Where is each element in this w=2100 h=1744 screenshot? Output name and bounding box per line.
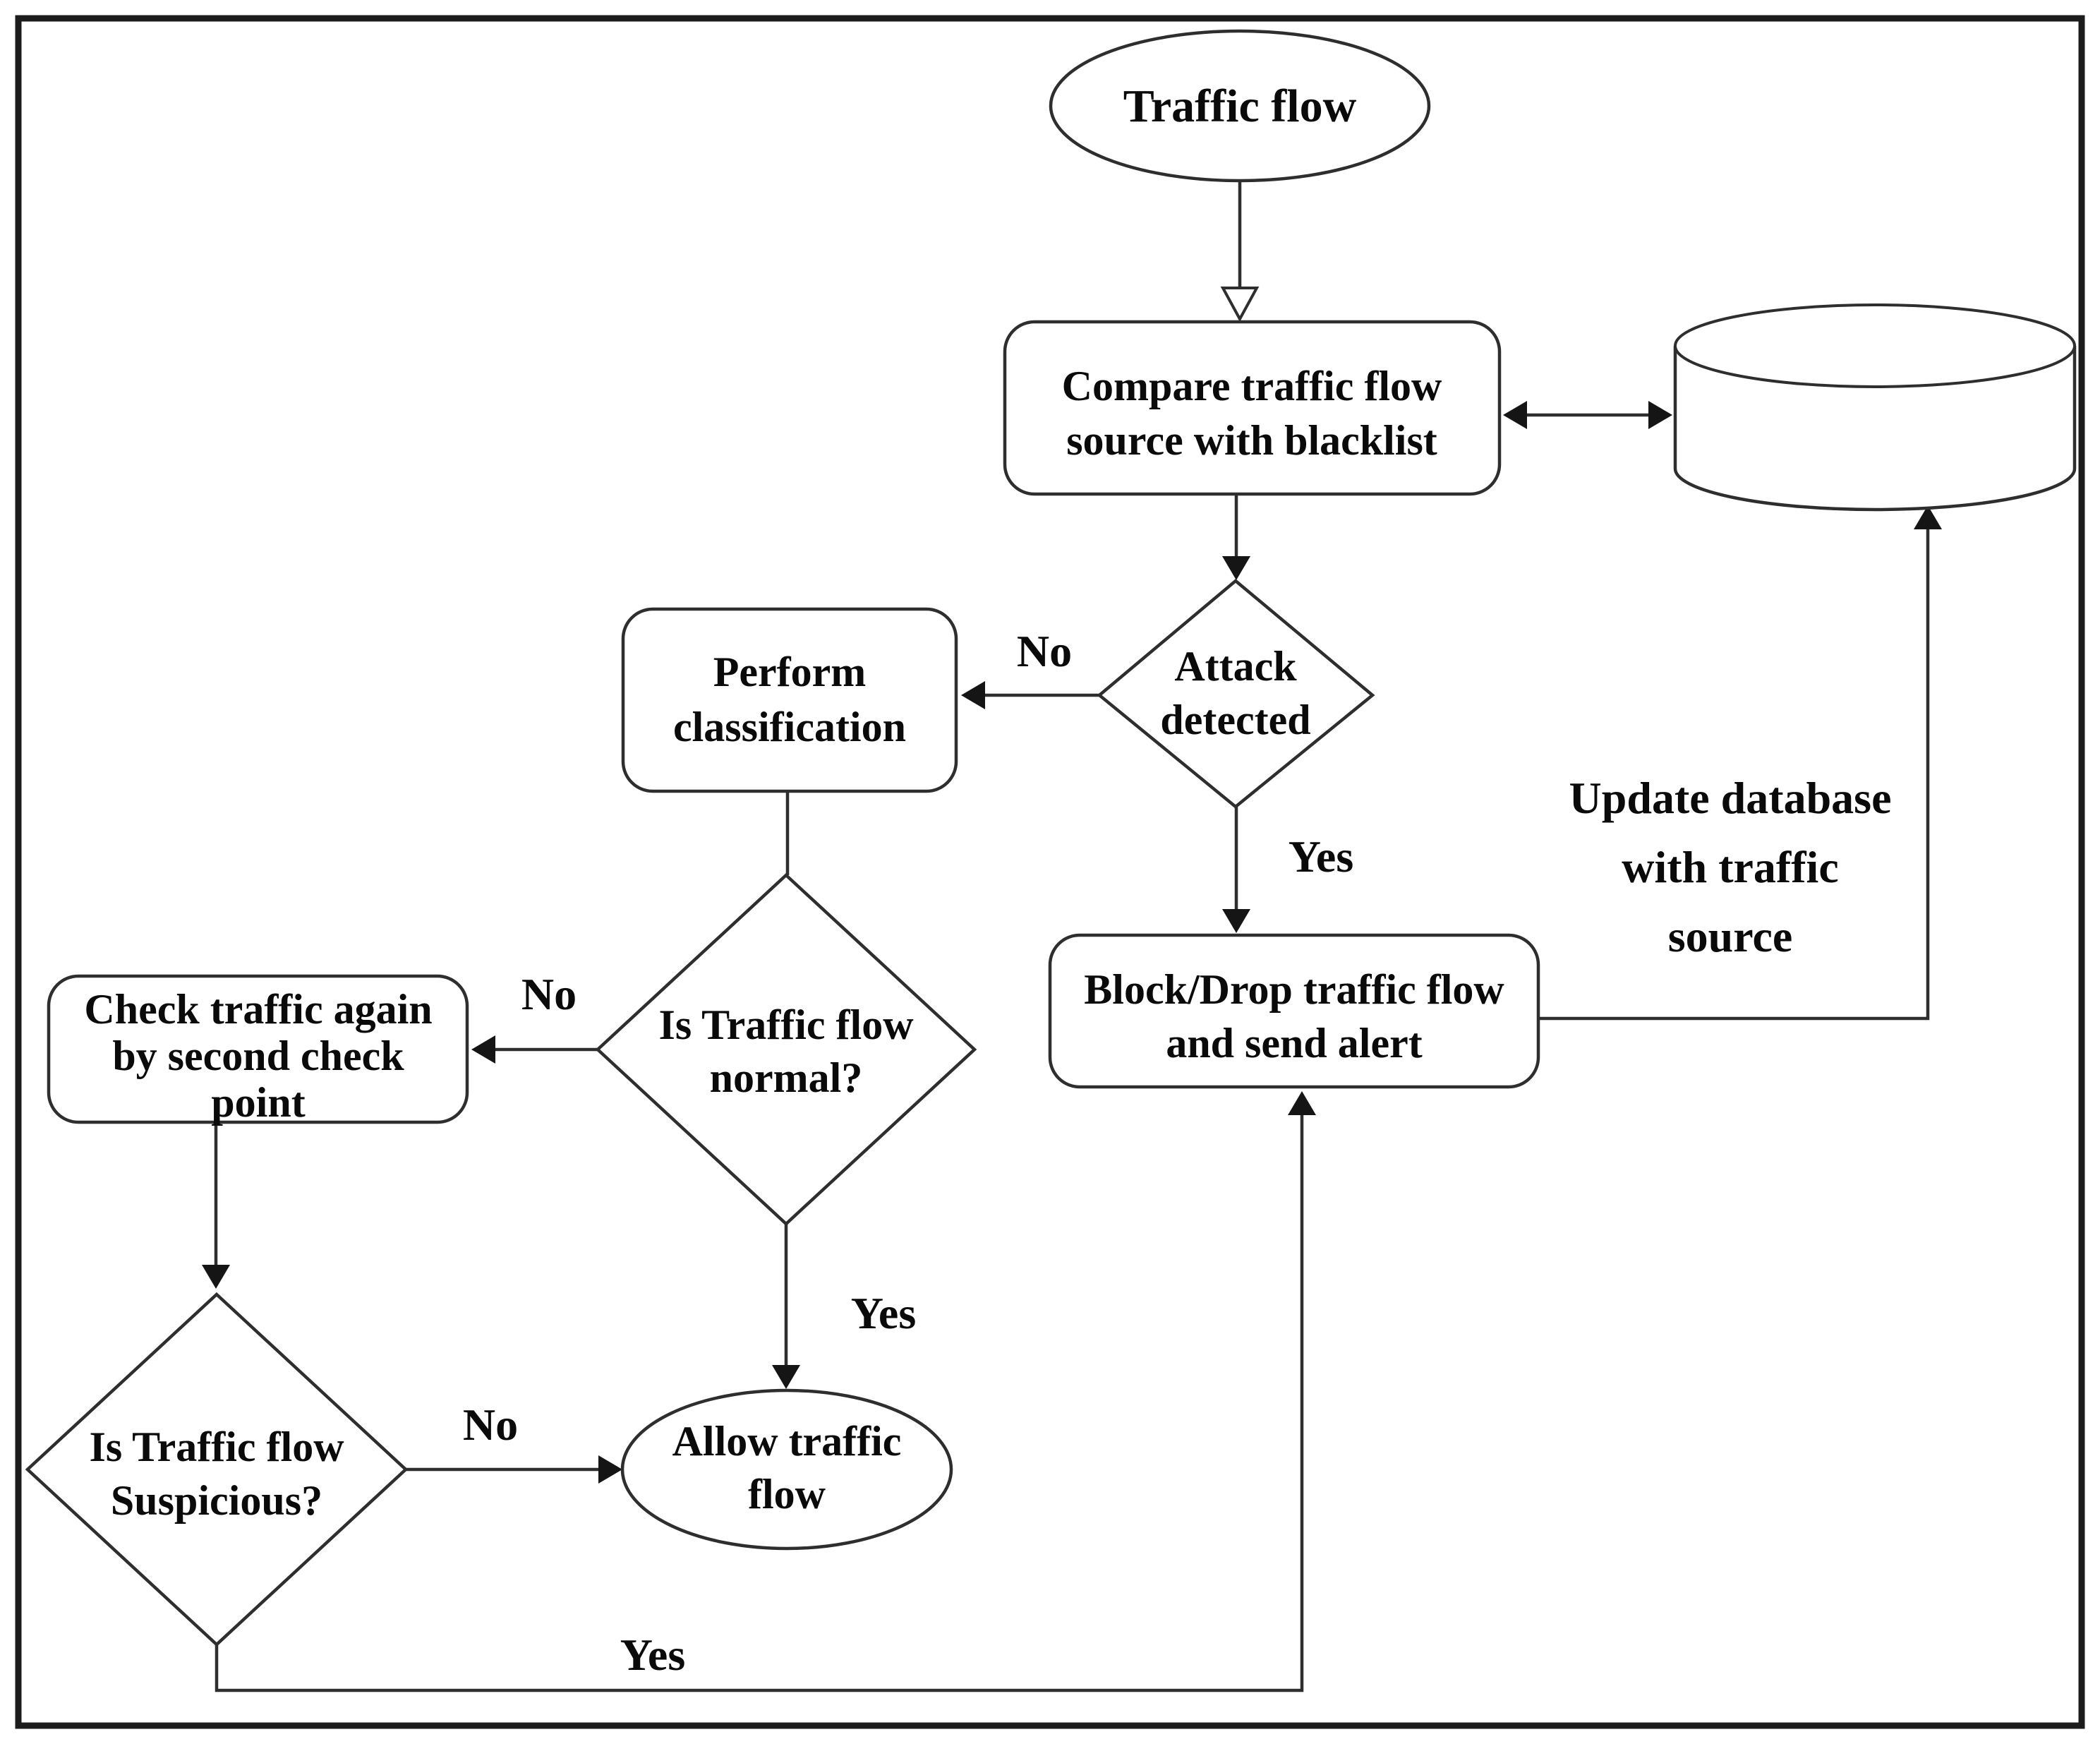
- decision-diamond: [1097, 579, 1375, 809]
- terminator-ellipse: [1049, 29, 1431, 183]
- arrowhead-left-icon: [471, 1035, 495, 1064]
- process-box: [1048, 933, 1540, 1089]
- perform-label-line2: classification: [673, 704, 906, 750]
- cylinder-body: [1673, 346, 2077, 512]
- block-label-line2: and send alert: [1166, 1020, 1422, 1066]
- arrowhead-right-icon: [598, 1455, 622, 1484]
- edge-line: [215, 1100, 1304, 1692]
- process-box: [621, 607, 958, 793]
- arrowhead-down-icon: [202, 1265, 230, 1289]
- edge-attack-block-yes: Yes: [1222, 807, 1353, 933]
- normal-label-line1: Is Traffic flow: [658, 1002, 914, 1048]
- arrowhead-right-icon: [1648, 401, 1672, 429]
- edge-label-update-line1: Update database: [1569, 773, 1892, 823]
- arrowhead-down-icon: [1222, 909, 1250, 933]
- allow-label-line1: Allow traffic: [672, 1418, 902, 1465]
- allow-terminator: Allow traffic flow: [620, 1388, 953, 1551]
- terminator-ellipse: [620, 1388, 953, 1551]
- edge-normal-check-no: No: [471, 969, 598, 1064]
- suspicious-label-line1: Is Traffic flow: [89, 1424, 344, 1470]
- process-box: [1003, 320, 1502, 496]
- perform-label-line1: Perform: [713, 649, 867, 695]
- edge-label-no: No: [521, 969, 577, 1019]
- edge-label-yes: Yes: [1289, 831, 1353, 882]
- cylinder-top: [1674, 303, 2076, 388]
- edge-start-compare: [1220, 181, 1260, 323]
- block-label-line1: Block/Drop traffic flow: [1084, 966, 1504, 1013]
- allow-label-line2: flow: [748, 1471, 826, 1517]
- edge-label-no: No: [1017, 626, 1072, 676]
- arrowhead-left-icon: [961, 681, 985, 709]
- figure-border: [15, 15, 2085, 1729]
- arrowhead-left-icon: [1503, 401, 1527, 429]
- compare-label-line2: source with blacklist: [1066, 417, 1437, 464]
- arrowhead-up-icon: [1914, 505, 1942, 529]
- compare-label-line1: Compare traffic flow: [1062, 363, 1442, 409]
- arrowhead-up-icon: [1288, 1091, 1316, 1115]
- attack-decision: Attack detected: [1097, 579, 1375, 809]
- check-process: Check traffic again by second check poin…: [47, 974, 469, 1126]
- edge-suspicious-allow-no: No: [406, 1400, 622, 1484]
- edge-label-yes: Yes: [620, 1630, 685, 1680]
- edge-line: [1538, 514, 1930, 1021]
- block-process: Block/Drop traffic flow and send alert: [1048, 933, 1540, 1089]
- edge-check-suspicious: [202, 1122, 230, 1289]
- check-label-line2: by second check: [112, 1033, 404, 1079]
- edge-compare-attack: [1222, 494, 1250, 580]
- process-box: [47, 974, 469, 1124]
- normal-decision: Is Traffic flow normal?: [595, 872, 977, 1227]
- edge-label-no: No: [463, 1400, 518, 1450]
- edge-label-yes: Yes: [851, 1288, 916, 1338]
- check-label-line3: point: [211, 1079, 305, 1126]
- arrowhead-down-icon: [1222, 556, 1250, 580]
- decision-diamond: [25, 1292, 409, 1647]
- attack-label-line1: Attack: [1174, 643, 1297, 690]
- normal-label-line2: normal?: [710, 1054, 863, 1101]
- edge-compare-database: [1503, 401, 1672, 429]
- open-arrowhead-icon: [1220, 287, 1260, 323]
- compare-process: Compare traffic flow source with blackli…: [1003, 320, 1502, 496]
- edge-suspicious-block-yes: Yes: [215, 1091, 1316, 1692]
- edge-attack-perform-no: No: [961, 626, 1099, 709]
- check-label-line1: Check traffic again: [84, 986, 432, 1033]
- edge-label-update-line2: with traffic: [1622, 842, 1838, 892]
- attack-label-line2: detected: [1160, 697, 1310, 743]
- suspicious-decision: Is Traffic flow Suspicious?: [25, 1292, 409, 1647]
- start-label: Traffic flow: [1123, 80, 1357, 132]
- arrowhead-down-icon: [772, 1365, 800, 1389]
- suspicious-label-line2: Suspicious?: [111, 1477, 322, 1524]
- start-terminator: Traffic flow: [1049, 29, 1431, 183]
- edge-block-database-update: Update database with traffic source: [1538, 505, 1942, 1021]
- edge-label-update-line3: source: [1668, 911, 1793, 961]
- perform-process: Perform classification: [621, 607, 958, 793]
- database-cylinder: [1673, 303, 2077, 512]
- edge-normal-allow-yes: Yes: [772, 1224, 916, 1389]
- decision-diamond: [595, 872, 977, 1227]
